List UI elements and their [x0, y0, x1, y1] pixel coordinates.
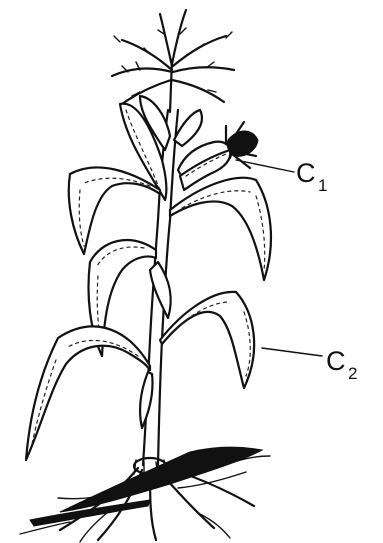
label-c2-subscript: 2	[348, 364, 357, 383]
tassel	[112, 10, 234, 112]
roots	[20, 447, 270, 542]
label-c2: C 2	[326, 346, 357, 383]
label-c1-letter: C	[296, 158, 316, 188]
label-c1: C 1	[296, 158, 327, 195]
label-c1-subscript: 1	[318, 176, 327, 195]
label-c2-letter: C	[326, 346, 346, 376]
lower-leaves-c2	[26, 292, 322, 460]
